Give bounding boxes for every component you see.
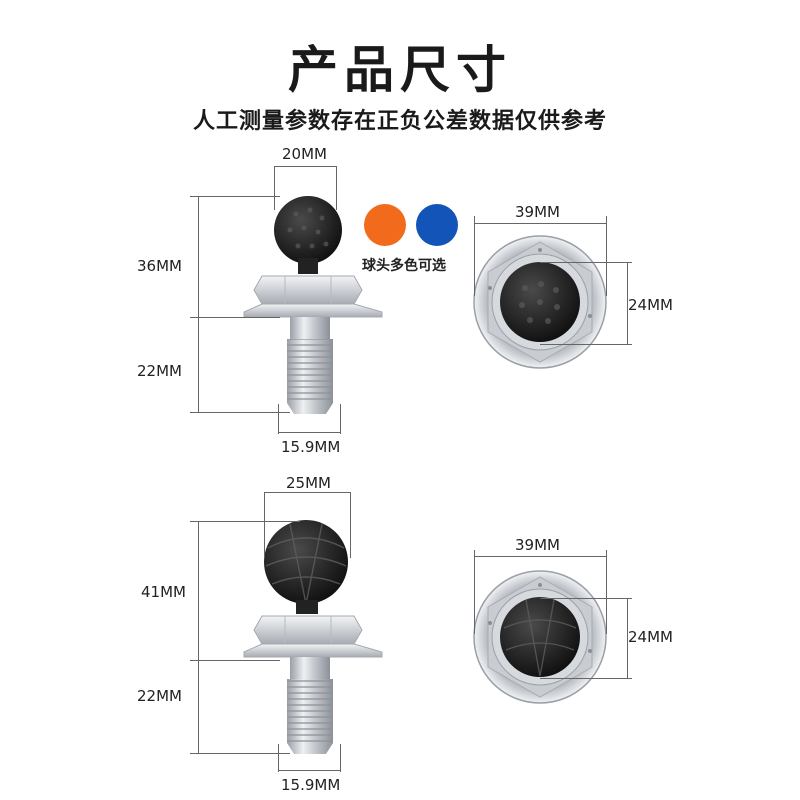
dim-tick — [606, 550, 607, 634]
dim-tick — [540, 598, 632, 599]
dim-line-top-inner — [627, 262, 628, 344]
dim-tick — [190, 412, 290, 413]
dim-line-top-thread — [278, 432, 340, 433]
color-swatch-blue[interactable] — [416, 204, 458, 246]
dim-bottom-thread-diameter: 15.9MM — [281, 776, 341, 794]
dim-top-thread-length: 22MM — [137, 362, 182, 380]
top-ball — [274, 196, 342, 264]
top-side-view — [243, 196, 383, 414]
page-title: 产品尺寸 — [288, 41, 512, 99]
dim-tick — [474, 550, 475, 634]
dim-tick — [606, 216, 607, 296]
dim-tick — [350, 492, 351, 558]
dim-line-bottom-height — [198, 521, 199, 753]
dim-tick — [190, 660, 280, 661]
dim-tick — [340, 404, 341, 434]
color-options-label: 球头多色可选 — [362, 258, 446, 274]
dim-bottom-ball-width: 25MM — [286, 474, 331, 492]
dim-line-bottom-inner — [627, 598, 628, 678]
dim-tick — [540, 344, 632, 345]
dim-tick — [190, 196, 280, 197]
dim-line-bottom-thread — [278, 770, 340, 771]
dim-bottom-upper-height: 41MM — [141, 583, 186, 601]
dim-line-top-flange — [474, 223, 606, 224]
dim-tick — [190, 753, 290, 754]
dim-top-thread-diameter: 15.9MM — [281, 438, 341, 456]
dim-tick — [474, 216, 475, 296]
color-swatch-orange[interactable] — [364, 204, 406, 246]
dim-tick — [540, 678, 632, 679]
top-front-view — [473, 235, 607, 369]
dim-line-bottom-ball — [264, 492, 350, 493]
dim-tick — [190, 317, 280, 318]
dim-top-flange-width: 39MM — [515, 203, 560, 221]
dim-tick — [540, 262, 632, 263]
bottom-side-view — [243, 520, 383, 754]
page-subtitle: 人工测量参数存在正负公差数据仅供参考 — [192, 109, 607, 134]
dim-bottom-flange-width: 39MM — [515, 536, 560, 554]
bottom-front-view — [473, 570, 607, 704]
dim-tick — [340, 744, 341, 772]
dim-line-top-ball — [274, 166, 336, 167]
dim-tick — [278, 404, 279, 434]
dim-line-bottom-flange — [474, 556, 606, 557]
dim-tick — [278, 744, 279, 772]
dim-tick — [264, 492, 265, 558]
dim-tick — [274, 166, 275, 210]
dim-tick — [190, 521, 300, 522]
dim-bottom-thread-length: 22MM — [137, 687, 182, 705]
dim-line-top-height — [198, 196, 199, 412]
dim-bottom-inner: 24MM — [628, 628, 673, 646]
dim-tick — [336, 166, 337, 210]
dim-top-ball-width: 20MM — [282, 145, 327, 163]
dim-top-upper-height: 36MM — [137, 257, 182, 275]
dim-top-inner: 24MM — [628, 296, 673, 314]
